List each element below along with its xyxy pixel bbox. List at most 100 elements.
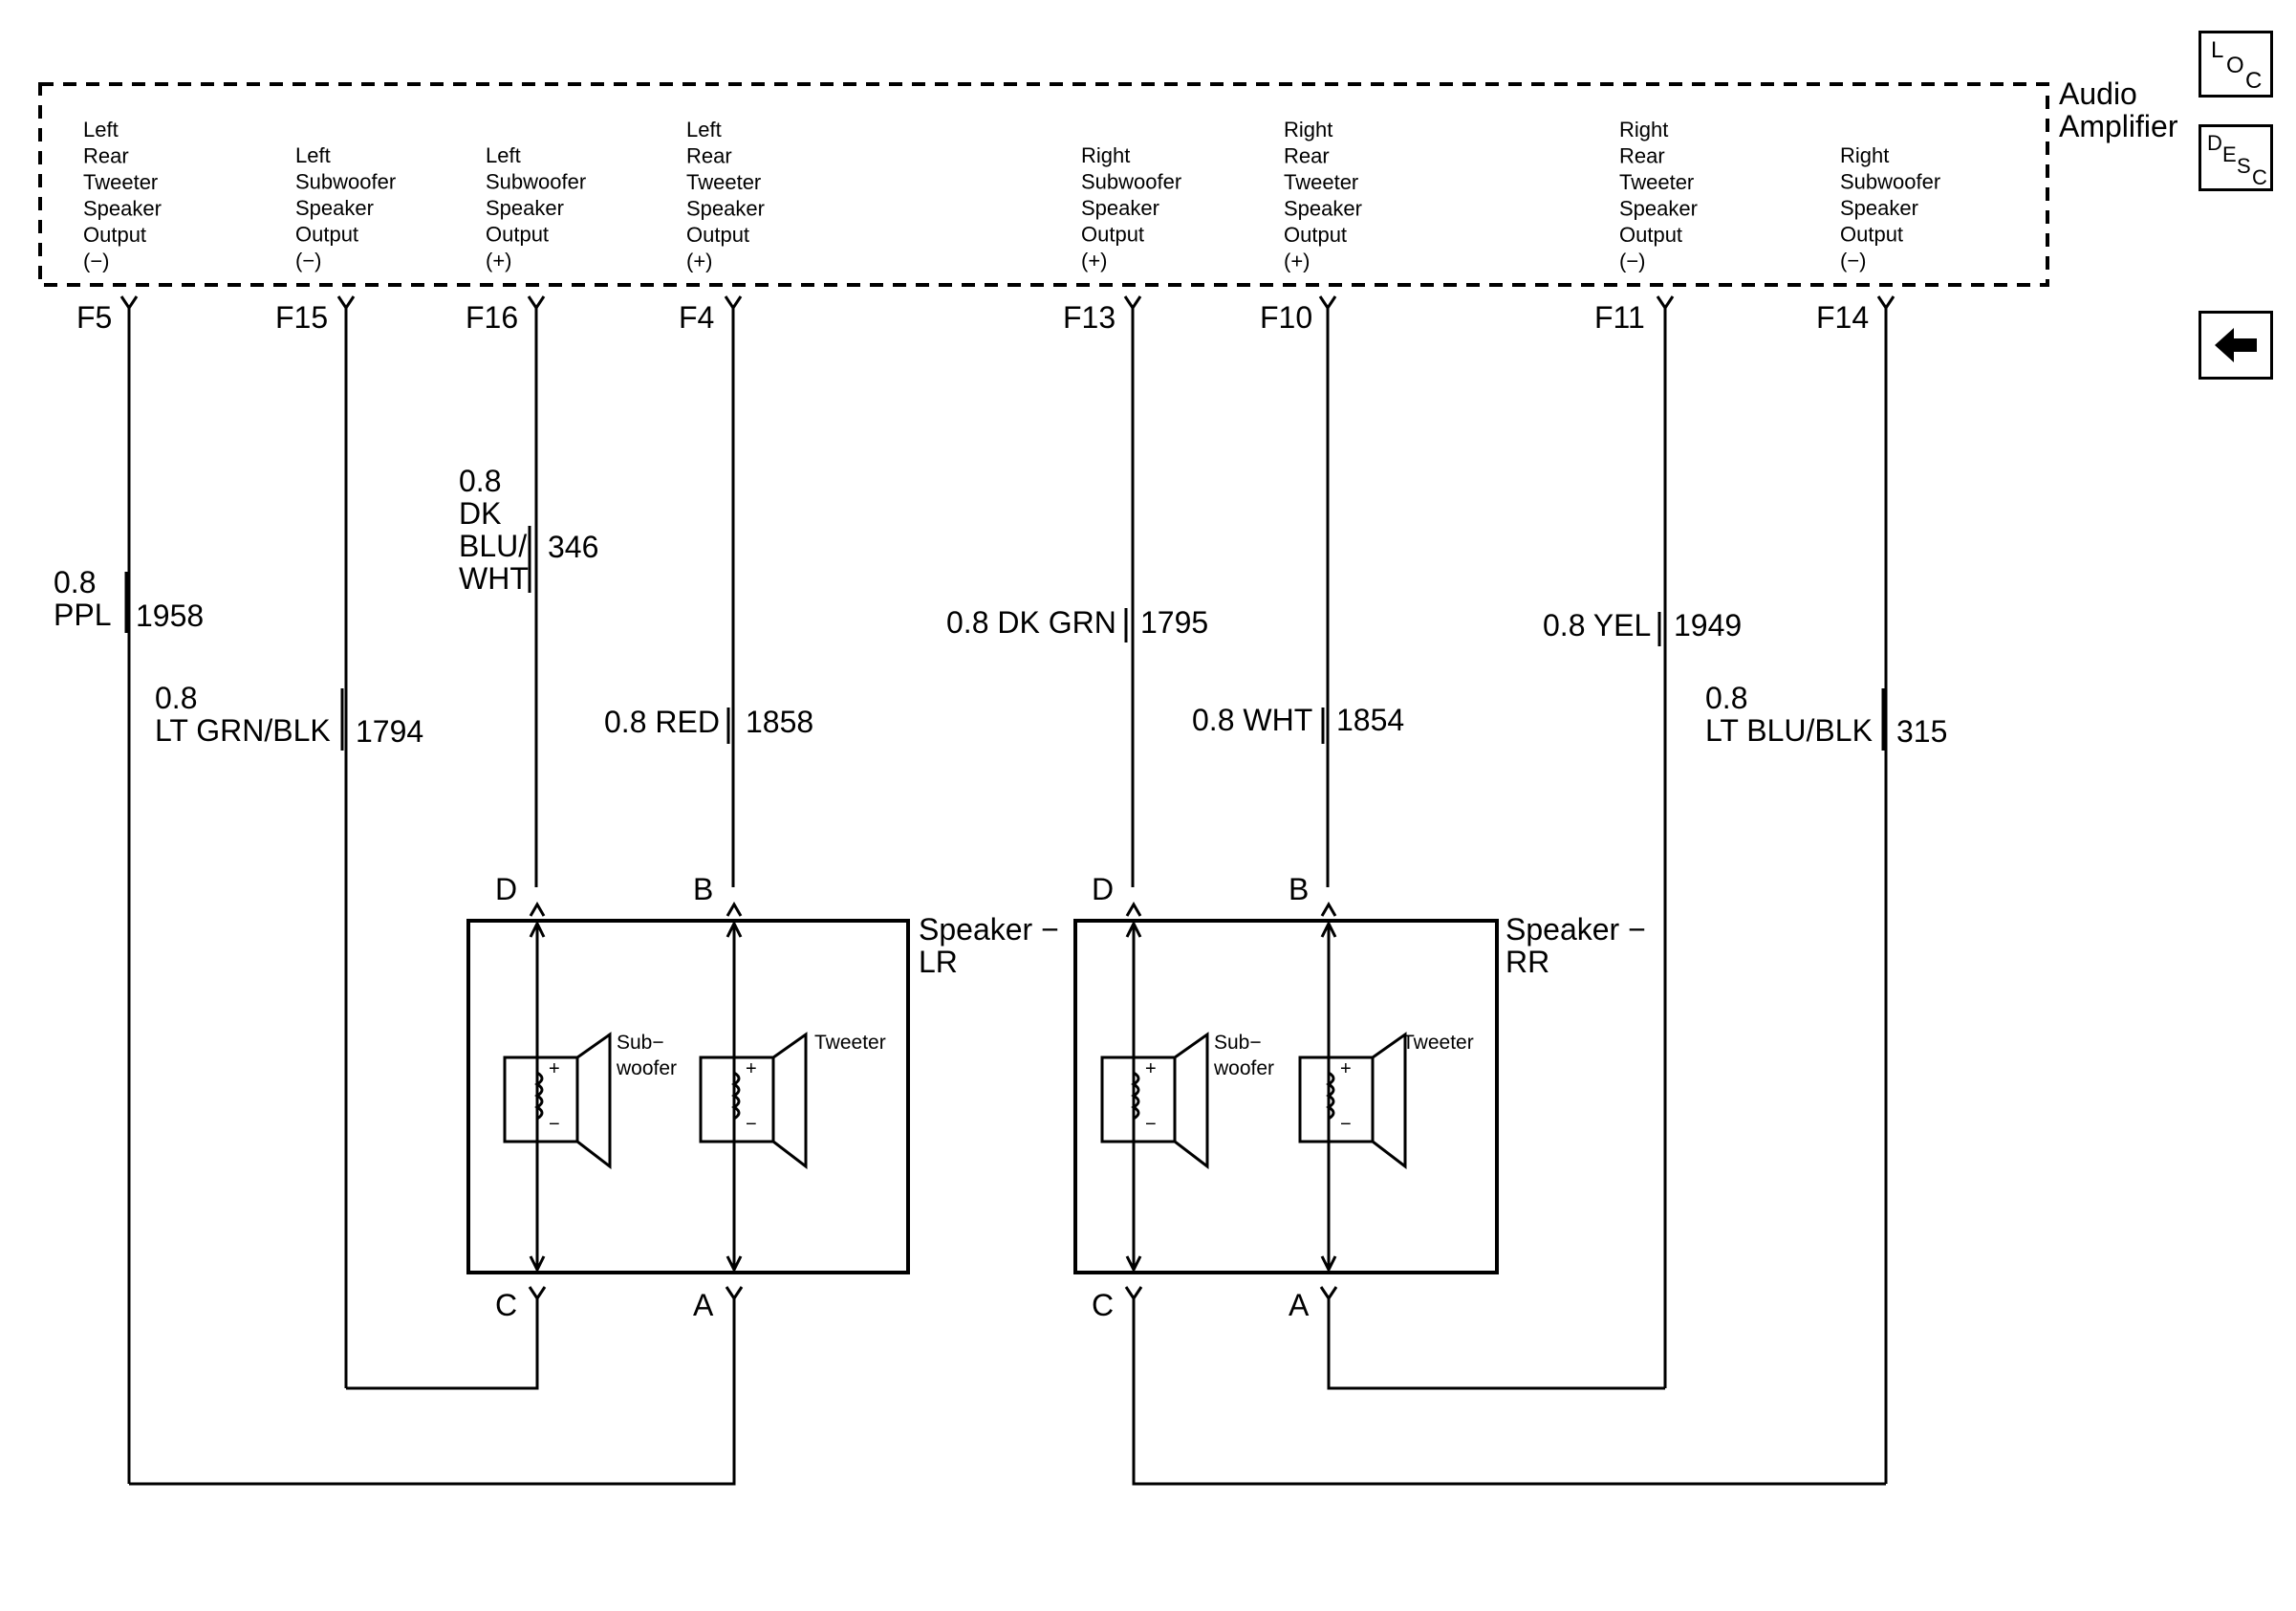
pin-f16: F16 [466,300,518,335]
lr-subwoofer-cone [575,1032,612,1170]
output-label-f10-line-0: Right [1284,118,1332,142]
output-label-f10-line-5: (+) [1284,250,1310,273]
rr-tweeter-plus: + [1340,1058,1352,1079]
rr-subwoofer-cone [1173,1032,1209,1170]
loc-button[interactable]: L O C [2199,31,2273,98]
output-label-f13-line-2: Speaker [1081,196,1159,220]
output-label-f16-line-1: Subwoofer [486,170,586,194]
output-label-f16-line-2: Speaker [486,196,564,220]
speaker-top-terminal-1 [726,902,743,917]
speaker-arrow-top-1 [726,920,743,938]
pin-f4: F4 [679,300,714,335]
pin-f5: F5 [76,300,112,335]
wire-7-circuit: 315 [1896,714,1947,749]
pin-f13: F13 [1063,300,1116,335]
lr-subwoofer-minus: − [549,1114,560,1135]
speaker-top-terminal-3 [1320,902,1337,917]
output-label-f5-line-3: Speaker [83,197,162,221]
rr-subwoofer-minus: − [1145,1114,1157,1135]
speaker-rr-name-1: Speaker − [1505,912,1646,947]
speaker-rr-pin-a: A [1289,1288,1310,1322]
desc-letter-c: C [2252,165,2267,189]
speaker-top-terminal-0 [529,902,546,917]
speaker-rr-tweeter-label: Tweeter [1402,1032,1474,1054]
pin-f15: F15 [275,300,328,335]
wire-2-circuit: 346 [548,530,598,564]
rr-tweeter-minus: − [1340,1114,1352,1135]
speaker-lr: Speaker − LR D B C A Sub− woofer Tweeter [466,872,1059,1322]
speaker-lr-pin-c: C [495,1288,517,1322]
output-label-f4-line-3: Speaker [686,197,765,221]
speaker-bottom-terminal-2 [1124,1286,1143,1301]
wire-1-color-line-0: 0.8 [155,681,197,715]
wire-1-circuit: 1794 [356,714,423,749]
pin-f11: F11 [1594,300,1645,335]
speaker-lr-name-2: LR [919,945,958,979]
output-label-f5-line-5: (−) [83,250,110,273]
terminal-f16 [527,295,546,311]
output-label-f5-line-2: Tweeter [83,170,158,194]
output-label-f10-line-4: Output [1284,223,1347,247]
speaker-rr-box [1073,919,1499,1274]
speaker-drivers: +−+−+−+− [503,902,1407,1301]
loc-letter-o: O [2226,53,2244,78]
output-label-f13-line-1: Subwoofer [1081,170,1181,194]
back-button[interactable] [2199,311,2273,380]
terminal-f14 [1876,295,1895,311]
wire-5-color-line-0: 0.8 WHT [1192,703,1312,737]
wire-3-circuit: 1858 [746,705,813,739]
output-label-f15-line-4: (−) [295,249,322,272]
wire-4-circuit: 1795 [1140,605,1208,640]
speaker-lr-pin-b: B [693,872,713,906]
rr-tweeter-cone [1371,1032,1407,1170]
wire-7-color-line-0: 0.8 [1705,681,1747,715]
speaker-rr-pin-b: B [1289,872,1309,906]
output-label-f10-line-1: Rear [1284,144,1330,168]
output-label-f5-line-4: Output [83,223,146,247]
output-label-f13-line-4: (+) [1081,249,1108,272]
wire-1-color-line-1: LT GRN/BLK [155,713,331,748]
output-label-f4-line-5: (+) [686,250,713,273]
output-label-f16-line-4: (+) [486,249,512,272]
output-label-f4-line-4: Output [686,223,749,247]
lr-tweeter-minus: − [746,1114,757,1135]
output-label-f16-line-0: Left [486,143,521,167]
speaker-top-terminal-2 [1125,902,1142,917]
wire-2-color-line-1: DK [459,496,501,531]
speaker-lr-tweeter-label: Tweeter [814,1032,886,1054]
desc-button[interactable]: D E S C [2199,124,2273,191]
wire-6-circuit: 1949 [1674,608,1742,642]
return-wire-1 [129,1298,736,1486]
output-label-f11-line-1: Rear [1619,144,1665,168]
terminal-f15 [336,295,356,311]
speaker-lr-sub-label-2: woofer [616,1057,677,1079]
wire-0-color-line-1: PPL [54,598,111,632]
wire-0-circuit: 1958 [136,599,204,633]
desc-letter-d: D [2207,131,2222,155]
output-label-f10-line-3: Speaker [1284,197,1362,221]
terminal-f13 [1123,295,1142,311]
amplifier-output-labels: LeftRearTweeterSpeakerOutput(−)LeftSubwo… [83,118,1940,273]
speaker-lr-pin-d: D [495,872,517,906]
speaker-rr: Speaker − RR D B C A Sub− woofer Tweeter [1073,872,1646,1322]
speaker-arrow-bottom-2 [1125,1255,1142,1274]
wire-3-color-line-0: 0.8 RED [604,705,720,739]
terminal-f10 [1318,295,1337,311]
speaker-rr-sub-label-1: Sub− [1214,1032,1262,1054]
speaker-lr-pin-a: A [693,1288,714,1322]
output-label-f11-line-0: Right [1619,118,1668,142]
output-label-f5-line-0: Left [83,118,119,142]
return-wire-0 [346,1298,539,1390]
output-label-f11-line-4: Output [1619,223,1682,247]
terminal-f4 [724,295,743,311]
speaker-lr-name-1: Speaker − [919,912,1059,947]
loc-letter-c: C [2245,68,2263,94]
desc-letter-e: E [2222,142,2237,166]
pin-f14: F14 [1816,300,1869,335]
lr-tweeter-cone [771,1032,808,1170]
return-wire-3 [1327,1298,1665,1390]
speaker-rr-name-2: RR [1505,945,1549,979]
audio-amplifier-box [38,82,2049,287]
output-label-f15-line-0: Left [295,143,331,167]
